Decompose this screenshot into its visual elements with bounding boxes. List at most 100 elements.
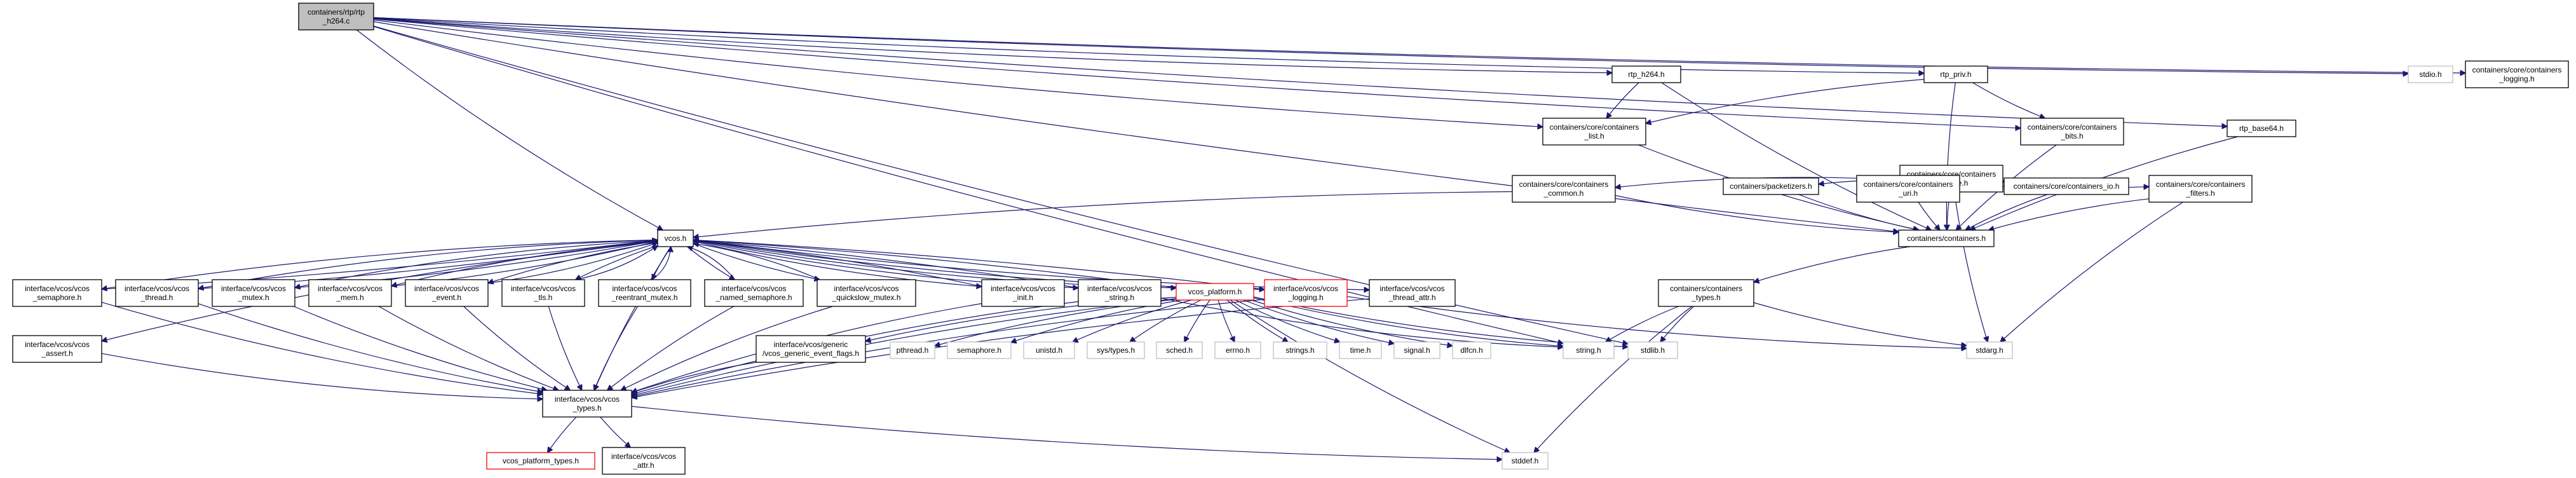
node-signal[interactable]: signal.h xyxy=(1393,341,1441,359)
node-named_sem_v[interactable]: interface/vcos/vcos_named_semaphore.h xyxy=(704,279,804,307)
node-box-tls_v[interactable] xyxy=(501,279,585,307)
node-box-logging_v[interactable] xyxy=(1264,279,1348,307)
node-stdlib[interactable]: stdlib.h xyxy=(1627,341,1678,359)
node-string_h[interactable]: string.h xyxy=(1563,341,1615,359)
node-box-platform[interactable] xyxy=(1176,283,1254,301)
node-vcos[interactable]: vcos.h xyxy=(657,229,694,247)
node-box-base64[interactable] xyxy=(2227,119,2296,137)
node-box-containers[interactable] xyxy=(1898,229,1995,247)
node-io[interactable]: containers/core/containers_io.h xyxy=(2003,177,2129,195)
node-stdio[interactable]: stdio.h xyxy=(2408,65,2453,83)
node-box-semaphore_v[interactable] xyxy=(12,279,102,307)
node-generic[interactable]: interface/vcos/generic/vcos_generic_even… xyxy=(756,335,866,363)
node-vtypes[interactable]: interface/vcos/vcos_types.h xyxy=(542,390,632,418)
node-box-time[interactable] xyxy=(1339,341,1382,359)
node-box-string_h[interactable] xyxy=(1563,341,1615,359)
node-box-sched[interactable] xyxy=(1156,341,1203,359)
node-box-rtp_h264[interactable] xyxy=(1611,65,1681,83)
node-tls_v[interactable]: interface/vcos/vcos_tls.h xyxy=(501,279,585,307)
node-box-root[interactable] xyxy=(298,3,374,31)
node-box-attr_v[interactable] xyxy=(602,447,686,475)
node-box-vtypes[interactable] xyxy=(542,390,632,418)
node-event_v[interactable]: interface/vcos/vcos_event.h xyxy=(405,279,489,307)
node-rtp_h264[interactable]: rtp_h264.h xyxy=(1611,65,1681,83)
node-box-quickslow_v[interactable] xyxy=(817,279,916,307)
node-thread_v[interactable]: interface/vcos/vcos_thread.h xyxy=(115,279,199,307)
node-semaphore_h[interactable]: semaphore.h xyxy=(947,341,1012,359)
node-box-strings[interactable] xyxy=(1273,341,1327,359)
node-list[interactable]: containers/core/containers_list.h xyxy=(1542,118,1646,146)
node-box-dlfcn[interactable] xyxy=(1452,341,1491,359)
node-containers[interactable]: containers/containers.h xyxy=(1898,229,1995,247)
node-box-init_v[interactable] xyxy=(981,279,1065,307)
node-box-vcos[interactable] xyxy=(657,229,694,247)
node-stdarg[interactable]: stdarg.h xyxy=(1966,341,2013,359)
node-box-filters[interactable] xyxy=(2148,175,2253,203)
node-assert_v[interactable]: interface/vcos/vcos_assert.h xyxy=(12,335,102,363)
node-box-thread_attr_v[interactable] xyxy=(1369,279,1456,307)
node-semaphore_v[interactable]: interface/vcos/vcos_semaphore.h xyxy=(12,279,102,307)
node-box-logging_h[interactable] xyxy=(2465,60,2569,88)
node-quickslow_v[interactable]: interface/vcos/vcos_quickslow_mutex.h xyxy=(817,279,916,307)
node-box-semaphore_h[interactable] xyxy=(947,341,1012,359)
node-box-errno[interactable] xyxy=(1214,341,1261,359)
node-bits[interactable]: containers/core/containers_bits.h xyxy=(2020,118,2124,146)
node-box-io[interactable] xyxy=(2003,177,2129,195)
node-box-generic[interactable] xyxy=(756,335,866,363)
node-mem_v[interactable]: interface/vcos/vcos_mem.h xyxy=(308,279,392,307)
node-box-uri[interactable] xyxy=(1856,175,1960,203)
node-packetizers[interactable]: containers/packetizers.h xyxy=(1723,177,1819,195)
node-ctypes[interactable]: containers/containers_types.h xyxy=(1658,279,1754,307)
node-box-stdio[interactable] xyxy=(2408,65,2453,83)
node-base64[interactable]: rtp_base64.h xyxy=(2227,119,2296,137)
node-logging_v[interactable]: interface/vcos/vcos_logging.h xyxy=(1264,279,1348,307)
node-string_v[interactable]: interface/vcos/vcos_string.h xyxy=(1078,279,1162,307)
node-root[interactable]: containers/rtp/rtp_h264.c xyxy=(298,3,374,31)
node-box-stdarg[interactable] xyxy=(1966,341,2013,359)
node-init_v[interactable]: interface/vcos/vcos_init.h xyxy=(981,279,1065,307)
node-filters[interactable]: containers/core/containers_filters.h xyxy=(2148,175,2253,203)
node-uri[interactable]: containers/core/containers_uri.h xyxy=(1856,175,1960,203)
node-box-rtp_priv[interactable] xyxy=(1923,65,1988,83)
node-strings[interactable]: strings.h xyxy=(1273,341,1327,359)
node-box-packetizers[interactable] xyxy=(1723,177,1819,195)
node-box-thread_v[interactable] xyxy=(115,279,199,307)
node-box-unistd[interactable] xyxy=(1023,341,1075,359)
node-box-systypes[interactable] xyxy=(1087,341,1145,359)
node-common[interactable]: containers/core/containers_common.h xyxy=(1512,175,1616,203)
node-box-reentrant_v[interactable] xyxy=(598,279,691,307)
node-dlfcn[interactable]: dlfcn.h xyxy=(1452,341,1491,359)
node-box-mem_v[interactable] xyxy=(308,279,392,307)
node-sched[interactable]: sched.h xyxy=(1156,341,1203,359)
node-label-containers: containers/containers.h xyxy=(1907,234,1986,243)
node-box-mutex_v[interactable] xyxy=(212,279,295,307)
node-box-ptypes[interactable] xyxy=(486,452,595,470)
node-box-ctypes[interactable] xyxy=(1658,279,1754,307)
node-box-stddef[interactable] xyxy=(1502,452,1549,470)
node-label-attr_v: _attr.h xyxy=(632,461,654,470)
node-box-stdlib[interactable] xyxy=(1627,341,1678,359)
node-box-event_v[interactable] xyxy=(405,279,489,307)
node-box-assert_v[interactable] xyxy=(12,335,102,363)
node-box-named_sem_v[interactable] xyxy=(704,279,804,307)
node-box-common[interactable] xyxy=(1512,175,1616,203)
node-unistd[interactable]: unistd.h xyxy=(1023,341,1075,359)
node-attr_v[interactable]: interface/vcos/vcos_attr.h xyxy=(602,447,686,475)
node-rtp_priv[interactable]: rtp_priv.h xyxy=(1923,65,1988,83)
node-reentrant_v[interactable]: interface/vcos/vcos_reentrant_mutex.h xyxy=(598,279,691,307)
node-systypes[interactable]: sys/types.h xyxy=(1087,341,1145,359)
node-box-list[interactable] xyxy=(1542,118,1646,146)
node-pthread[interactable]: pthread.h xyxy=(890,341,935,359)
node-time[interactable]: time.h xyxy=(1339,341,1382,359)
node-platform[interactable]: vcos_platform.h xyxy=(1176,283,1254,301)
node-ptypes[interactable]: vcos_platform_types.h xyxy=(486,452,595,470)
node-thread_attr_v[interactable]: interface/vcos/vcos_thread_attr.h xyxy=(1369,279,1456,307)
node-errno[interactable]: errno.h xyxy=(1214,341,1261,359)
node-stddef[interactable]: stddef.h xyxy=(1502,452,1549,470)
node-box-pthread[interactable] xyxy=(890,341,935,359)
node-box-string_v[interactable] xyxy=(1078,279,1162,307)
node-box-bits[interactable] xyxy=(2020,118,2124,146)
node-box-signal[interactable] xyxy=(1393,341,1441,359)
node-logging_h[interactable]: containers/core/containers_logging.h xyxy=(2465,60,2569,88)
node-mutex_v[interactable]: interface/vcos/vcos_mutex.h xyxy=(212,279,295,307)
